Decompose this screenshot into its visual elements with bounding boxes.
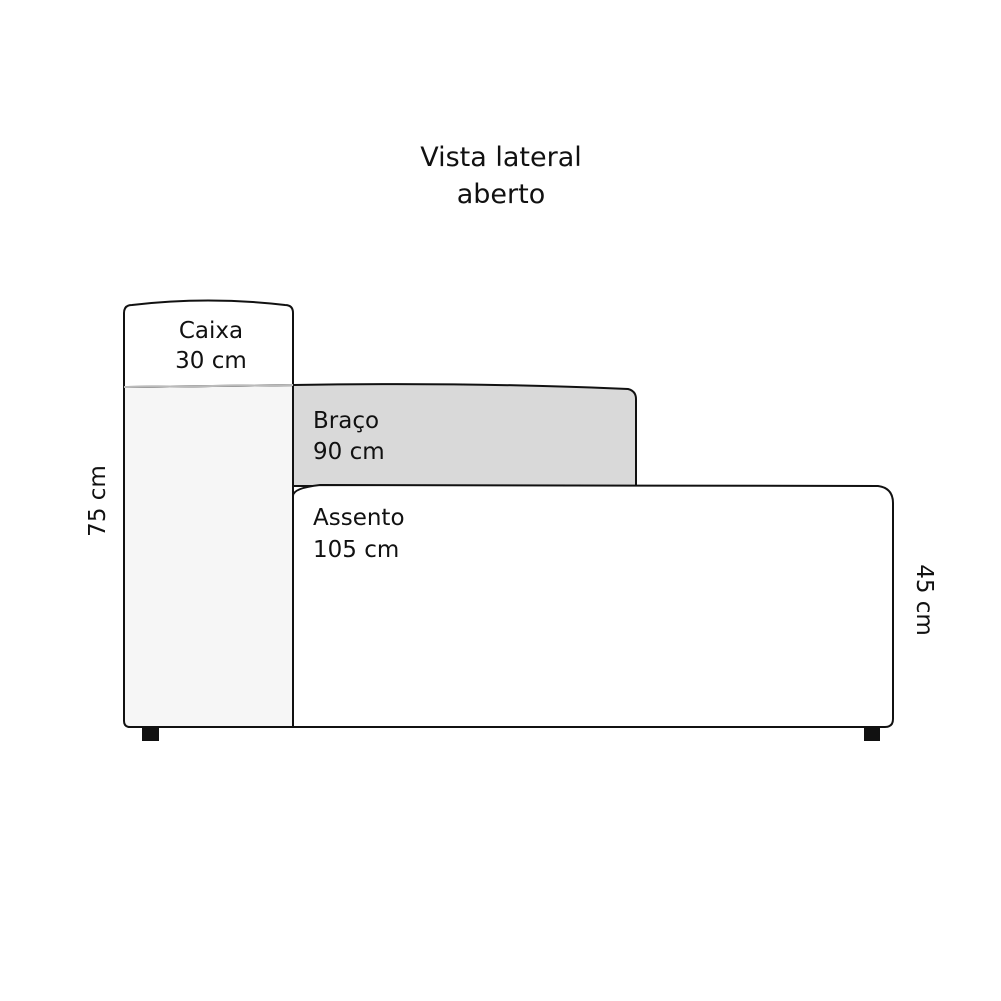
caixa-label: Caixa (179, 318, 243, 344)
seat-height-label: 45 cm (911, 564, 937, 636)
box-top-shape (123, 299, 294, 388)
armrest-shape (292, 383, 637, 487)
box-body-shape (123, 384, 294, 728)
right-foot (864, 728, 880, 741)
total-height-label: 75 cm (85, 465, 111, 537)
braco-measure: 90 cm (313, 439, 385, 465)
caixa-measure: 30 cm (175, 348, 247, 374)
diagram-title-line-2: aberto (457, 179, 546, 210)
left-foot (142, 728, 159, 741)
diagram-title-line-1: Vista lateral (420, 142, 582, 173)
box-divider-line (123, 384, 294, 388)
assento-label: Assento (313, 505, 405, 531)
assento-measure: 105 cm (313, 537, 399, 563)
seat-shape (292, 484, 894, 728)
braco-label: Braço (313, 408, 379, 434)
